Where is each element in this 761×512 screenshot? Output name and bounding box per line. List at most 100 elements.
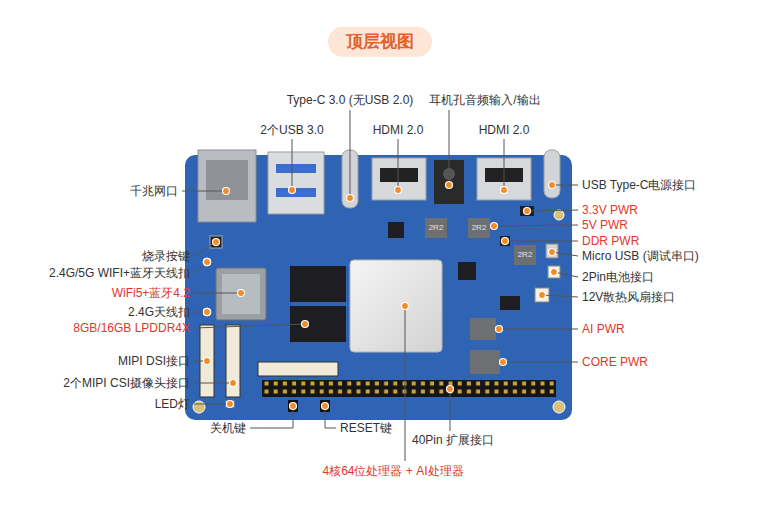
mounting-hole: [193, 401, 205, 413]
led: [226, 401, 234, 407]
leader-line: [450, 389, 451, 431]
callout-label: CORE PWR: [582, 355, 648, 369]
leader-dot: [322, 403, 329, 410]
leader-dot: [549, 182, 556, 189]
typec-power: [544, 150, 560, 198]
leader-dot: [223, 188, 230, 195]
callout-label: 2个MIPI CSI摄像头接口: [63, 376, 190, 390]
leader-dot: [227, 401, 234, 408]
callout-label: 千兆网口: [130, 184, 178, 198]
callout-label: 烧录按键: [142, 249, 190, 263]
leader-dot: [447, 386, 454, 393]
battery-connector: [548, 266, 560, 278]
leader-line: [504, 139, 505, 190]
callout-label: 4核64位处理器 + AI处理器: [322, 464, 463, 478]
leader-dot: [302, 321, 309, 328]
leader-dot: [496, 326, 503, 333]
callout-label: Type-C 3.0 (无USB 2.0): [287, 93, 414, 107]
callout-label: Micro USB (调试串口): [582, 249, 699, 263]
leader-dot: [500, 359, 507, 366]
leader-line: [182, 191, 226, 192]
leader-dot: [501, 187, 508, 194]
part-marking: 2R2: [472, 223, 487, 233]
ic-chip: [458, 262, 476, 280]
hdmi-slot: [380, 168, 418, 182]
pcb-board: [185, 155, 572, 420]
ic-chip: [500, 236, 510, 246]
callout-label: RESET键: [340, 421, 392, 435]
mounting-hole: [554, 210, 564, 220]
leader-dot: [402, 303, 409, 310]
leader-dot: [213, 239, 220, 246]
inductor: [470, 350, 500, 374]
leader-dot: [238, 290, 245, 297]
leader-dot: [502, 238, 509, 245]
leader-dot: [524, 208, 531, 215]
leader-dot: [491, 223, 498, 230]
mipi-csi-connector: [258, 362, 338, 376]
inductor: [514, 245, 536, 265]
inductor: [468, 218, 490, 238]
wifi-module: [216, 268, 266, 320]
callout-label: 5V PWR: [582, 218, 628, 232]
pin-header-pins: [262, 380, 556, 397]
leader-line: [494, 225, 578, 226]
callout-label: 3.3V PWR: [582, 203, 638, 217]
leader-line: [250, 406, 293, 428]
leader-dot: [347, 195, 354, 202]
mounting-hole: [553, 401, 565, 413]
leader-dot: [539, 292, 546, 299]
ic-chip: [500, 296, 520, 310]
leader-line: [292, 139, 293, 190]
callout-label: 关机键: [210, 421, 246, 435]
inductor: [425, 218, 447, 238]
ram-chip: [290, 266, 346, 302]
callout-label: 耳机孔音频输入/输出: [429, 93, 540, 107]
leader-line: [527, 210, 578, 211]
callout-label: 12V散热风扇接口: [582, 290, 675, 304]
callout-label: WiFi5+蓝牙4.2: [112, 286, 190, 300]
usb3-slot: [276, 164, 316, 173]
wifi-shield: [222, 274, 260, 314]
leader-line: [405, 306, 406, 461]
callout-label: 2.4G天线扣: [128, 305, 190, 319]
part-marking: 2R2: [518, 250, 533, 260]
leader-dot: [204, 259, 211, 266]
leader-line: [194, 383, 233, 384]
leader-dot: [230, 380, 237, 387]
callout-label: 40Pin 扩展接口: [412, 433, 494, 447]
callout-label: 2.4G/5G WIFI+蓝牙天线扣: [49, 266, 190, 280]
leader-line: [542, 295, 578, 297]
leader-line: [194, 324, 305, 328]
leader-dot: [289, 187, 296, 194]
ethernet-port: [206, 160, 248, 200]
callout-label: USB Type-C电源接口: [582, 178, 696, 192]
callout-label: HDMI 2.0: [479, 123, 530, 137]
callout-label: DDR PWR: [582, 234, 639, 248]
antenna-connector: [203, 308, 211, 316]
leader-line: [505, 241, 578, 242]
burn-button: [210, 236, 222, 248]
leader-line: [398, 139, 399, 190]
pin-header: [262, 380, 556, 397]
callout-label: HDMI 2.0: [373, 123, 424, 137]
part-marking: 2R2: [429, 223, 444, 233]
mipi-csi-connector: [226, 325, 240, 397]
inductor: [470, 318, 496, 340]
leader-dot: [551, 269, 558, 276]
leader-dot: [395, 187, 402, 194]
callout-label: AI PWR: [582, 322, 625, 336]
leader-line: [499, 329, 578, 330]
micro-usb: [546, 244, 558, 258]
leader-dot: [446, 182, 453, 189]
leader-line: [449, 110, 450, 185]
leader-dot: [204, 358, 211, 365]
leader-line: [350, 110, 351, 198]
leader-dot: [549, 249, 556, 256]
leader-lines: [182, 110, 578, 461]
leader-dot: [204, 309, 211, 316]
callout-label: 8GB/16GB LPDDR4X: [73, 321, 190, 335]
soc-chip: [350, 260, 442, 352]
title-pill: 顶层视图: [328, 27, 432, 57]
